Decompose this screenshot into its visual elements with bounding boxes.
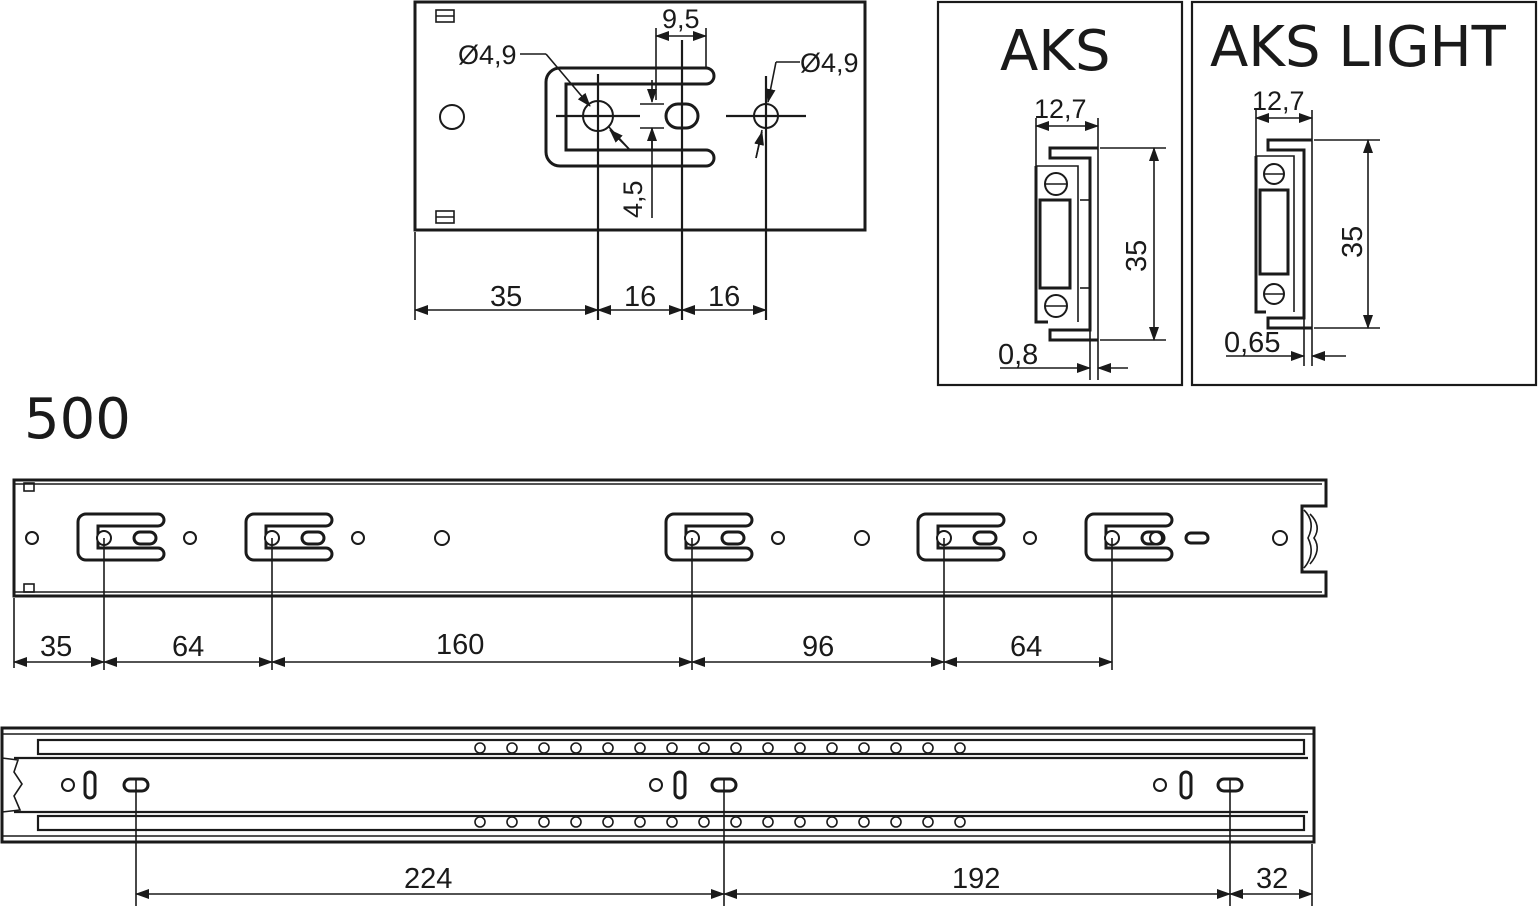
detail-hole-diameter-left: Ø4,9 (458, 40, 517, 70)
bearing-ball (602, 816, 614, 828)
bearing-ball (922, 816, 934, 828)
bottom-dim-2: 192 (952, 863, 1000, 895)
profile-aks-light-width: 12,7 (1252, 86, 1305, 116)
bearing-ball (666, 742, 678, 754)
bearing-ball (506, 816, 518, 828)
detail-slot-offset: 4,5 (618, 180, 648, 218)
detail-slot-width: 9,5 (662, 4, 700, 34)
top-slot-oblong (132, 530, 158, 546)
bearing-ball (858, 742, 870, 754)
top-rail: 35 64 160 96 64 (12, 478, 1328, 670)
profile-aks: AKS 12,7 35 0,8 (936, 0, 1184, 387)
profile-aks-width: 12,7 (1034, 94, 1087, 124)
top-slot-outline (76, 512, 166, 562)
top-rail-hole (771, 531, 785, 545)
top-rail-oblong (1184, 531, 1210, 545)
profile-aks-light-title: AKS LIGHT (1210, 15, 1507, 80)
top-rail-hole (183, 531, 197, 545)
detail-hole-diameter-right: Ø4,9 (800, 48, 859, 78)
bearing-ball (474, 816, 486, 828)
bearing-ball (794, 816, 806, 828)
bottom-rail-hole (1153, 778, 1167, 792)
bearing-ball (730, 742, 742, 754)
top-slot-oblong (300, 530, 326, 546)
detail-view: Ø4,9 9,5 4,5 Ø4,9 35 16 16 (413, 0, 867, 320)
bearing-ball (570, 742, 582, 754)
top-slot-outline (1084, 512, 1174, 562)
top-slot-oblong (720, 530, 746, 546)
bearing-ball (954, 742, 966, 754)
bottom-dim-3: 32 (1256, 863, 1288, 895)
bottom-dim-1: 224 (404, 863, 452, 895)
top-slot-outline (664, 512, 754, 562)
bottom-rail-balls (474, 742, 966, 828)
bearing-ball (890, 816, 902, 828)
bearing-ball (698, 742, 710, 754)
profile-aks-light-height: 35 (1337, 226, 1369, 258)
bottom-rail-slot-vertical (673, 770, 687, 800)
bearing-ball (762, 742, 774, 754)
top-rail-hole (1149, 531, 1163, 545)
profile-aks-thickness: 0,8 (998, 339, 1038, 371)
bearing-ball (538, 816, 550, 828)
top-dim-5: 64 (1010, 631, 1042, 663)
top-dim-2: 64 (172, 631, 204, 663)
profile-aks-height: 35 (1121, 240, 1153, 272)
bottom-rail-slot-vertical (83, 770, 97, 800)
top-dim-1: 35 (40, 631, 72, 663)
bearing-ball (730, 816, 742, 828)
bearing-ball (634, 742, 646, 754)
detail-dim-2: 16 (624, 281, 656, 313)
bearing-ball (826, 742, 838, 754)
top-slot-oblong (972, 530, 998, 546)
detail-dim-1: 35 (490, 281, 522, 313)
bearing-ball (794, 742, 806, 754)
bearing-ball (506, 742, 518, 754)
bearing-ball (890, 742, 902, 754)
top-rail-slots (76, 512, 1210, 670)
bottom-rail-slot-vertical (1179, 770, 1193, 800)
bearing-ball (602, 742, 614, 754)
size-label: 500 (24, 387, 131, 452)
bearing-ball (698, 816, 710, 828)
bearing-ball (538, 742, 550, 754)
top-rail-hole (434, 530, 450, 546)
bottom-rail-hole (61, 778, 75, 792)
top-rail-hole (1023, 531, 1037, 545)
bottom-rail-dims (135, 844, 1313, 906)
top-slot-outline (916, 512, 1006, 562)
bearing-ball (570, 816, 582, 828)
bottom-rail: 224 192 32 (0, 726, 1316, 906)
bearing-ball (474, 742, 486, 754)
bearing-ball (858, 816, 870, 828)
bearing-ball (762, 816, 774, 828)
top-dim-4: 96 (802, 631, 834, 663)
profile-aks-title: AKS (1000, 19, 1111, 84)
top-slot-outline (244, 512, 334, 562)
top-rail-hole (854, 530, 870, 546)
bearing-ball (922, 742, 934, 754)
bearing-ball (954, 816, 966, 828)
top-dim-3: 160 (436, 629, 484, 661)
detail-dim-3: 16 (708, 281, 740, 313)
bottom-rail-holes (61, 770, 1244, 906)
bearing-ball (634, 816, 646, 828)
bearing-ball (666, 816, 678, 828)
top-rail-hole (351, 531, 365, 545)
bearing-ball (826, 816, 838, 828)
bottom-rail-hole (649, 778, 663, 792)
profile-aks-light-thickness: 0,65 (1224, 327, 1280, 359)
profile-aks-light: AKS LIGHT 12,7 35 0,65 (1190, 0, 1538, 387)
